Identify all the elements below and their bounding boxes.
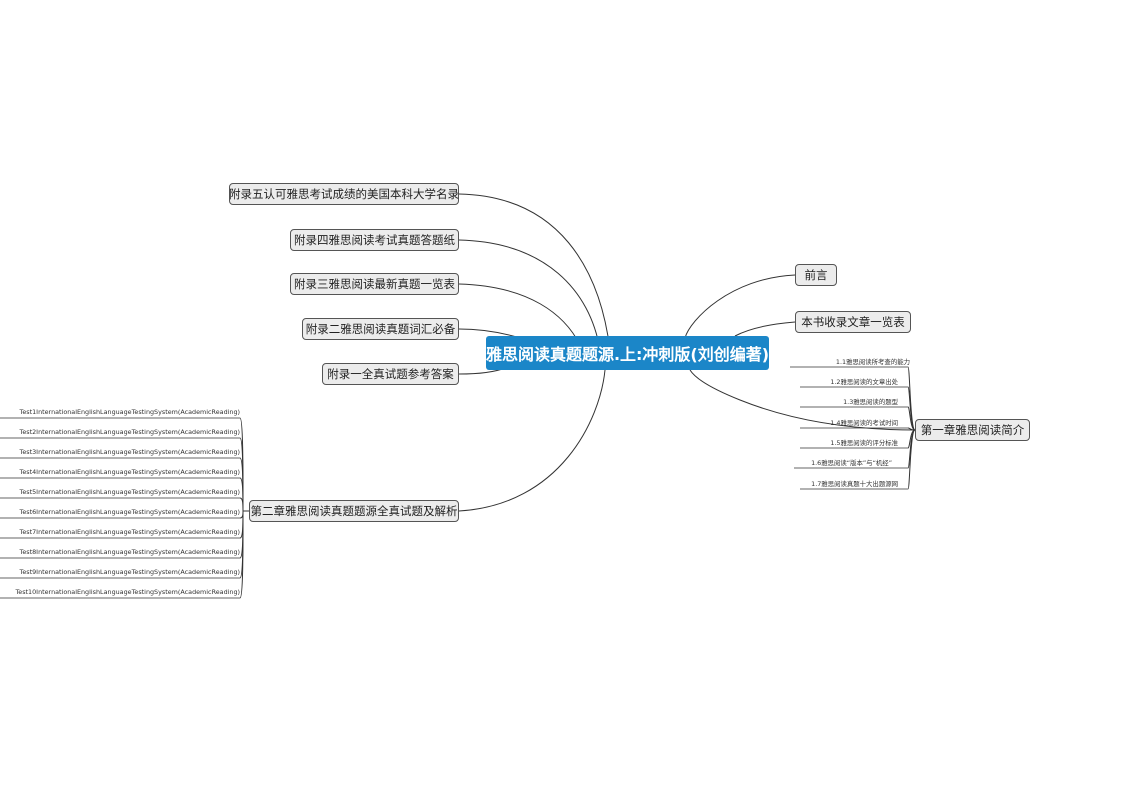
branch-appendix-1[interactable]: 附录一全真试题参考答案 [322,363,459,385]
connector-chapter2-leaf [239,510,244,599]
connector-chapter1-leaf [907,386,916,431]
connector-appendix-5 [458,193,611,351]
connector-chapter1-leaf [907,429,916,490]
branch-chapter-1[interactable]: 第一章雅思阅读简介 [915,419,1030,441]
branch-chapter-2[interactable]: 第二章雅思阅读真题题源全真试题及解析 [249,500,459,522]
central-topic[interactable]: 雅思阅读真题题源.上:冲刺版(刘创编著) [486,336,769,370]
chapter2-leaf[interactable]: Test9InternationalEnglishLanguageTesting… [19,568,240,576]
chapter2-leaf[interactable]: Test2InternationalEnglishLanguageTesting… [19,428,240,436]
branch-appendix-4[interactable]: 附录四雅思阅读考试真题答题纸 [290,229,459,251]
chapter2-leaf[interactable]: Test7InternationalEnglishLanguageTesting… [19,528,240,536]
connector-appendix-3 [458,283,581,346]
chapter2-leaf[interactable]: Test10InternationalEnglishLanguageTestin… [15,588,240,596]
branch-appendix-2[interactable]: 附录二雅思阅读真题词汇必备 [302,318,459,340]
connector-preface [684,274,796,339]
chapter2-leaf[interactable]: Test8InternationalEnglishLanguageTesting… [19,548,240,556]
branch-appendix-5[interactable]: 附录五认可雅思考试成绩的美国本科大学名录 [229,183,459,205]
chapter1-leaf[interactable]: 1.2雅思阅读的文章出处 [830,378,898,386]
branch-preface[interactable]: 前言 [795,264,837,286]
connector-chapter-2 [458,369,606,512]
connector-appendix-4 [458,239,601,351]
connector-chapter2-leaf [239,497,244,512]
connector-chapter1-leaf [907,406,916,431]
chapter2-leaf[interactable]: Test4InternationalEnglishLanguageTesting… [19,468,240,476]
chapter2-leaf[interactable]: Test5InternationalEnglishLanguageTesting… [19,488,240,496]
branch-appendix-3[interactable]: 附录三雅思阅读最新真题一览表 [290,273,459,295]
chapter1-leaf[interactable]: 1.6雅思阅读“版本”与“机经” [811,459,892,467]
branch-article-list[interactable]: 本书收录文章一览表 [795,311,911,333]
chapter1-leaf[interactable]: 1.1雅思阅读所考查的能力 [835,358,910,366]
chapter2-leaf[interactable]: Test6InternationalEnglishLanguageTesting… [19,508,240,516]
connector-article-list [734,321,796,337]
chapter1-leaf[interactable]: 1.5雅思阅读的评分标准 [830,439,898,447]
chapter1-leaf[interactable]: 1.3雅思阅读的题型 [843,398,898,406]
chapter2-leaf[interactable]: Test1InternationalEnglishLanguageTesting… [19,408,240,416]
chapter1-leaf[interactable]: 1.7雅思阅读真题十大出题源网 [811,480,898,488]
chapter2-leaf[interactable]: Test3InternationalEnglishLanguageTesting… [19,448,240,456]
chapter1-leaf[interactable]: 1.4雅思阅读的考试时间 [830,419,898,427]
